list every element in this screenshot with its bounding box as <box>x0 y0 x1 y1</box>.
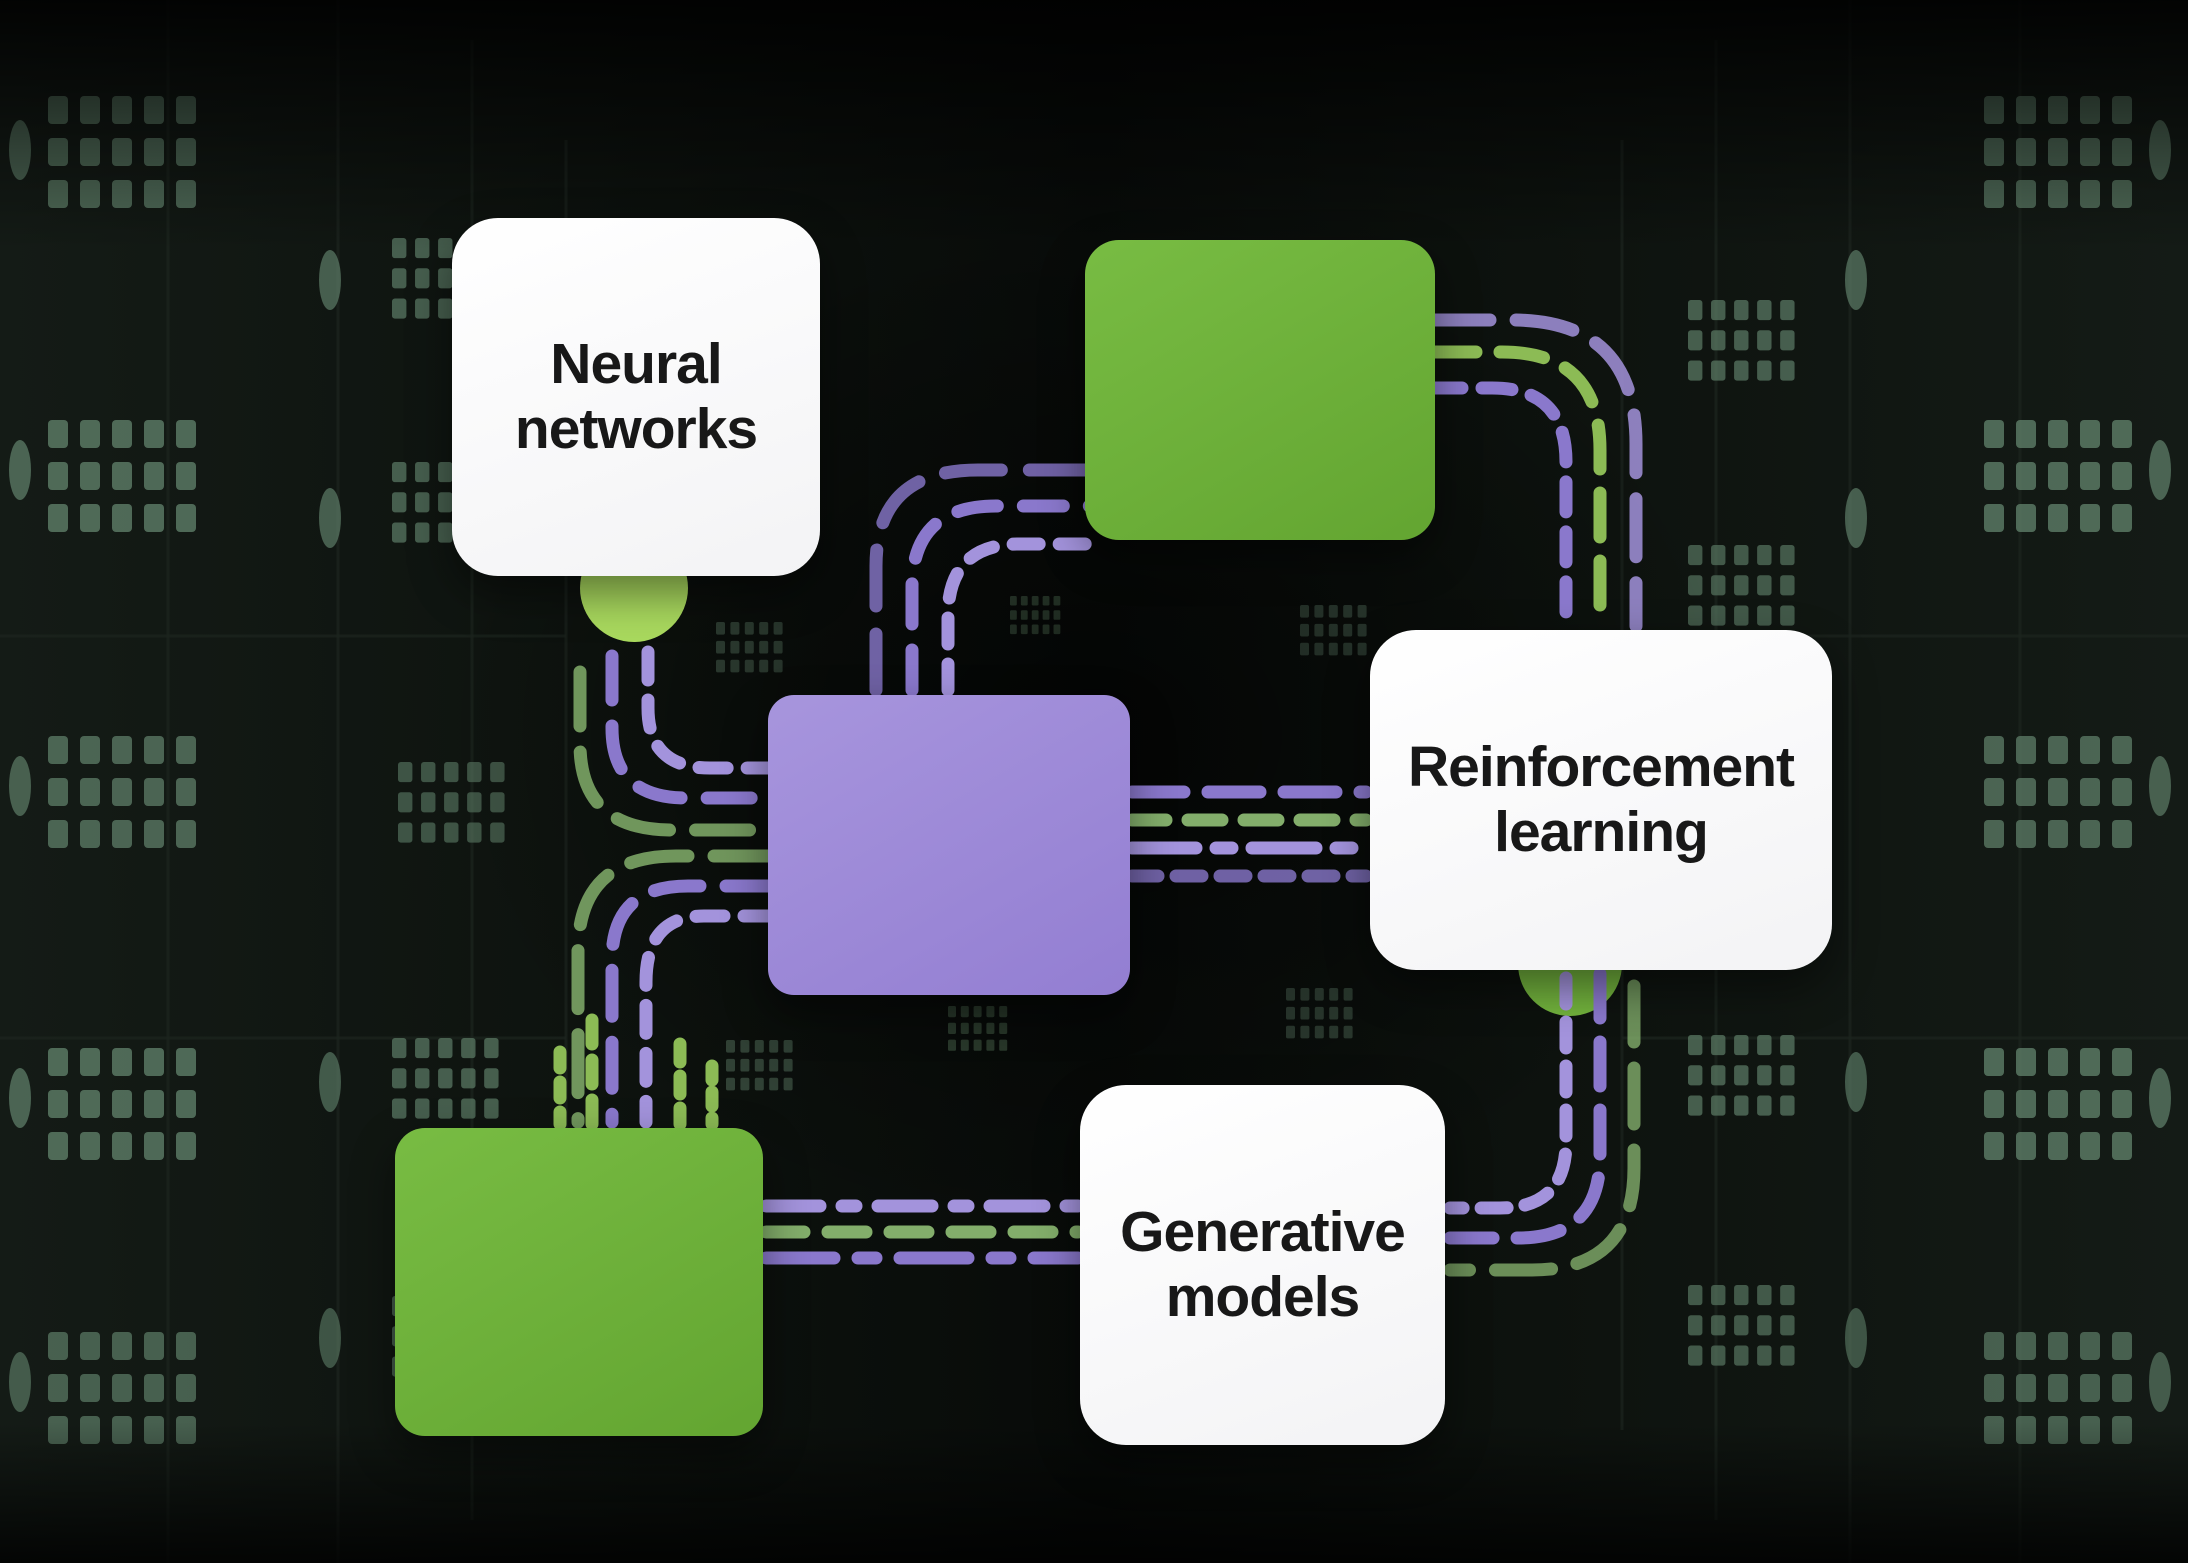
edge-neural-to-purple <box>573 645 779 837</box>
node-neural-networks: Neural networks <box>452 218 820 576</box>
edge-reinforcement-to-generative <box>1443 967 1641 1277</box>
node-bottom-green <box>395 1128 763 1436</box>
edge-bottomgreen-to-generative <box>759 1199 1085 1265</box>
node-center-purple <box>768 695 1130 995</box>
edge-purple-to-reinforcement <box>1125 785 1373 883</box>
node-top-green <box>1085 240 1435 540</box>
edge-purple-to-bottomgreen <box>553 849 779 1131</box>
node-label-generative-models: Generative models <box>1120 1200 1406 1329</box>
edge-purple-to-topgreen <box>869 463 1099 697</box>
node-generative-models: Generative models <box>1080 1085 1445 1445</box>
edge-topgreen-to-reinforcement <box>1425 313 1643 633</box>
node-label-reinforcement-learning: Reinforcement learning <box>1407 735 1795 864</box>
node-reinforcement-learning: Reinforcement learning <box>1370 630 1832 970</box>
node-label-neural-networks: Neural networks <box>514 332 758 461</box>
